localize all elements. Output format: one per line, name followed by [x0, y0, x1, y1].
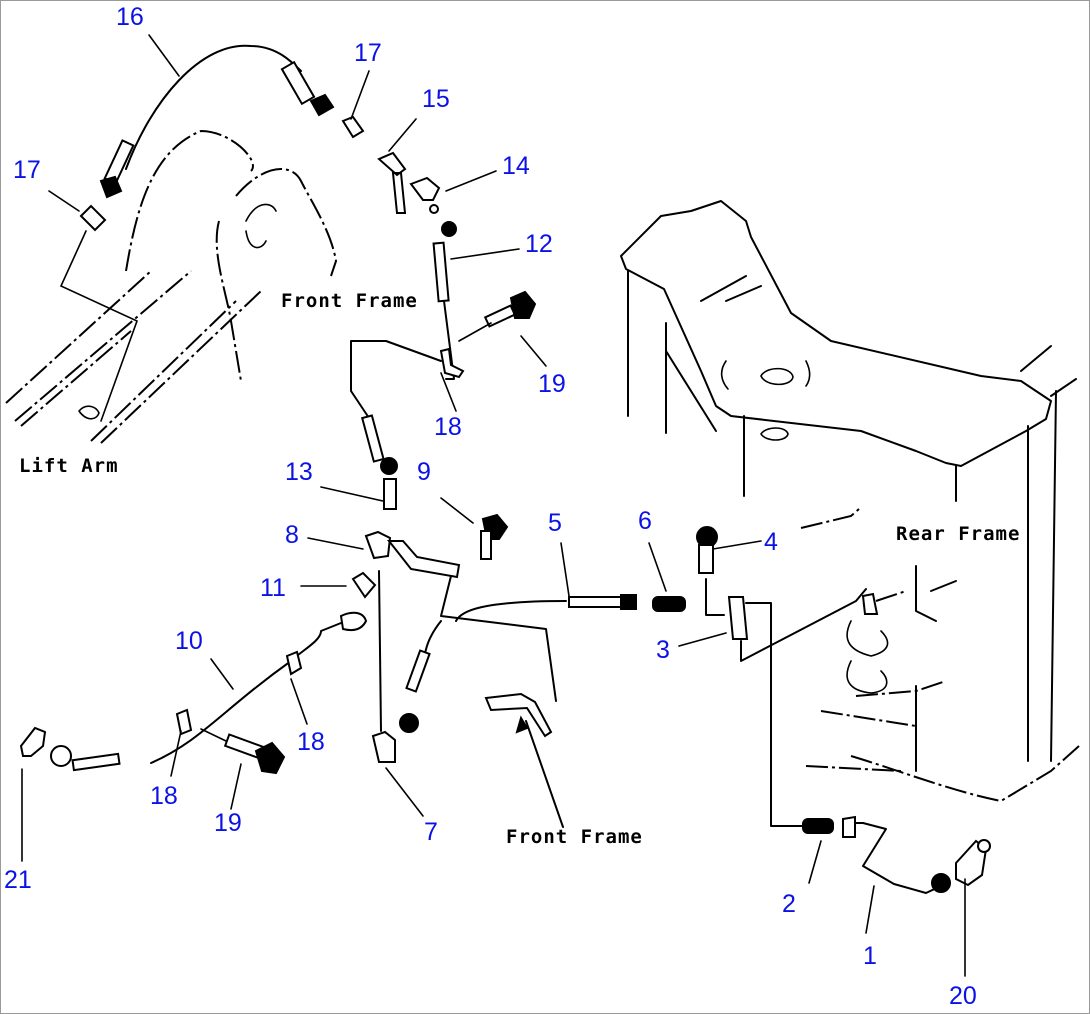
- callout-4[interactable]: 4: [764, 528, 778, 556]
- union-2: [802, 818, 834, 834]
- clamp-18-low: [175, 708, 193, 736]
- bolt-4: [696, 526, 725, 616]
- leader-lines: [48, 34, 966, 977]
- bolt-19-upper: [458, 290, 537, 342]
- callout-2[interactable]: 2: [782, 890, 796, 918]
- callout-18-upper[interactable]: 18: [434, 413, 462, 441]
- pipe-10: [50, 611, 368, 772]
- tee-8: [364, 530, 461, 732]
- label-front-frame-bottom: Front Frame: [506, 826, 643, 848]
- hose-12: [432, 221, 457, 380]
- pipe-to-13: [350, 340, 442, 475]
- callout-17-top[interactable]: 17: [354, 39, 382, 67]
- bracket-3: [727, 588, 867, 827]
- callout-7[interactable]: 7: [424, 818, 438, 846]
- fitting-11: [351, 571, 377, 599]
- lift-arm-leaders: [59, 230, 139, 422]
- callout-14[interactable]: 14: [502, 152, 530, 180]
- valve-20: [955, 839, 991, 887]
- elbow-14: [409, 176, 441, 214]
- callout-19-upper[interactable]: 19: [538, 370, 566, 398]
- callout-18-low[interactable]: 18: [150, 782, 178, 810]
- callout-21[interactable]: 21: [4, 866, 32, 894]
- callout-10[interactable]: 10: [175, 627, 203, 655]
- clamp-18-mid: [285, 650, 303, 676]
- callout-18-mid[interactable]: 18: [297, 728, 325, 756]
- front-frame-bracket: [484, 692, 564, 828]
- hose-16: [99, 44, 335, 199]
- callout-20[interactable]: 20: [949, 982, 977, 1010]
- bracket-15: [377, 151, 407, 214]
- label-rear-frame: Rear Frame: [896, 523, 1021, 545]
- callout-11[interactable]: 11: [260, 574, 286, 602]
- bolt-19-lower: [200, 728, 286, 775]
- fitting-21: [19, 726, 47, 862]
- connector-13: [383, 478, 397, 510]
- fitting-17-left: [79, 204, 107, 232]
- callout-17-left[interactable]: 17: [13, 156, 41, 184]
- label-lift-arm: Lift Arm: [19, 455, 119, 477]
- callout-8[interactable]: 8: [285, 521, 299, 549]
- label-front-frame-top: Front Frame: [281, 290, 418, 312]
- rear-frame-outline: [620, 200, 1080, 803]
- callout-19-lower[interactable]: 19: [214, 809, 242, 837]
- bolt-9: [480, 513, 509, 560]
- callout-3[interactable]: 3: [656, 636, 670, 664]
- pipe-1: [842, 815, 951, 894]
- front-frame-outline: [5, 129, 338, 444]
- callout-13[interactable]: 13: [285, 458, 313, 486]
- callout-15[interactable]: 15: [422, 85, 450, 113]
- adapter-6: [652, 596, 686, 612]
- callout-5[interactable]: 5: [548, 509, 562, 537]
- callout-6[interactable]: 6: [638, 507, 652, 535]
- callout-9[interactable]: 9: [417, 458, 431, 486]
- callout-12[interactable]: 12: [525, 230, 553, 258]
- connector-7: [371, 730, 396, 763]
- callout-1[interactable]: 1: [863, 942, 877, 970]
- callout-16[interactable]: 16: [116, 3, 144, 31]
- rear-frame-clamp: [861, 590, 907, 615]
- clamp-18-upper: [439, 347, 465, 379]
- fitting-17-top: [341, 115, 365, 139]
- hose-5: [399, 575, 637, 733]
